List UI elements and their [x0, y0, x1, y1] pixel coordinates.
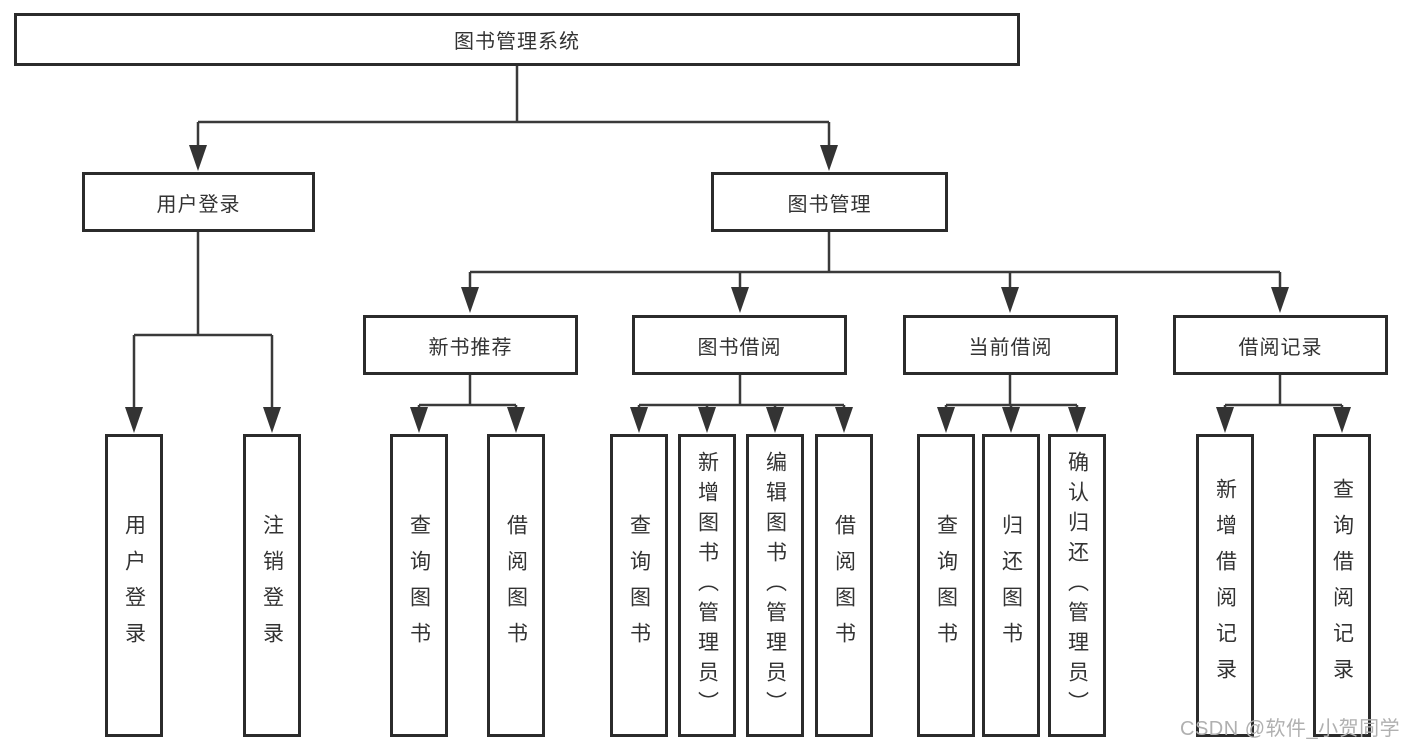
leaf-confirm-return-admin: 确认归还（管理员） — [1048, 434, 1106, 737]
node-label: 借阅图书 — [504, 513, 528, 658]
node-label: 查询图书 — [407, 513, 431, 658]
leaf-return-books: 归还图书 — [982, 434, 1040, 737]
node-label: 用户登录 — [156, 193, 241, 216]
node-label: 新书推荐 — [428, 336, 513, 359]
leaf-edit-books-admin: 编辑图书（管理员） — [746, 434, 804, 737]
leaf-query-books: 查询图书 — [610, 434, 668, 737]
arrow-down-icon — [507, 407, 525, 433]
leaf-logout: 注销登录 — [243, 434, 301, 737]
arrow-down-icon — [461, 287, 479, 313]
arrow-down-icon — [189, 145, 207, 171]
arrow-down-icon — [630, 407, 648, 433]
arrow-down-icon — [820, 145, 838, 171]
node-label: 查询借阅记录 — [1330, 477, 1354, 694]
node-label: 查询图书 — [934, 513, 958, 658]
node-label: 查询图书 — [627, 513, 651, 658]
leaf-add-books-admin: 新增图书（管理员） — [678, 434, 736, 737]
arrow-down-icon — [1333, 407, 1351, 433]
node-label: 图书管理 — [787, 193, 872, 216]
node-label: 借阅图书 — [832, 513, 856, 658]
leaf-user-login: 用户登录 — [105, 434, 163, 737]
node-current-borrowing: 当前借阅 — [903, 315, 1118, 375]
node-label: 注销登录 — [260, 513, 284, 658]
node-library-management-system: 图书管理系统 — [14, 13, 1020, 66]
node-book-borrowing: 图书借阅 — [632, 315, 847, 375]
arrow-down-icon — [1068, 407, 1086, 433]
leaf-borrow-books: 借阅图书 — [487, 434, 545, 737]
node-label: 归还图书 — [999, 513, 1023, 658]
arrow-down-icon — [698, 407, 716, 433]
node-label: 新增图书（管理员） — [695, 450, 719, 721]
arrow-down-icon — [937, 407, 955, 433]
watermark-text: CSDN @软件_小贺同学 — [1180, 718, 1401, 740]
node-label: 用户登录 — [122, 513, 146, 658]
node-label: 当前借阅 — [968, 336, 1053, 359]
node-new-book-recommendation: 新书推荐 — [363, 315, 578, 375]
node-label: 编辑图书（管理员） — [763, 450, 787, 721]
arrowheads-group — [125, 145, 1351, 433]
leaf-query-books: 查询图书 — [917, 434, 975, 737]
node-user-login: 用户登录 — [82, 172, 315, 232]
node-label: 图书管理系统 — [454, 31, 580, 53]
arrow-down-icon — [1216, 407, 1234, 433]
node-borrowing-records: 借阅记录 — [1173, 315, 1388, 375]
leaf-borrow-books: 借阅图书 — [815, 434, 873, 737]
arrow-down-icon — [1001, 287, 1019, 313]
arrow-down-icon — [1002, 407, 1020, 433]
node-label: 借阅记录 — [1238, 336, 1323, 359]
leaf-query-books: 查询图书 — [390, 434, 448, 737]
arrow-down-icon — [766, 407, 784, 433]
leaf-query-borrow-record: 查询借阅记录 — [1313, 434, 1371, 737]
node-label: 确认归还（管理员） — [1065, 450, 1089, 721]
node-label: 图书借阅 — [697, 336, 782, 359]
arrow-down-icon — [125, 407, 143, 433]
arrow-down-icon — [731, 287, 749, 313]
arrow-down-icon — [410, 407, 428, 433]
arrow-down-icon — [1271, 287, 1289, 313]
node-label: 新增借阅记录 — [1213, 477, 1237, 694]
node-book-management: 图书管理 — [711, 172, 948, 232]
arrow-down-icon — [263, 407, 281, 433]
leaf-add-borrow-record: 新增借阅记录 — [1196, 434, 1254, 737]
arrow-down-icon — [835, 407, 853, 433]
